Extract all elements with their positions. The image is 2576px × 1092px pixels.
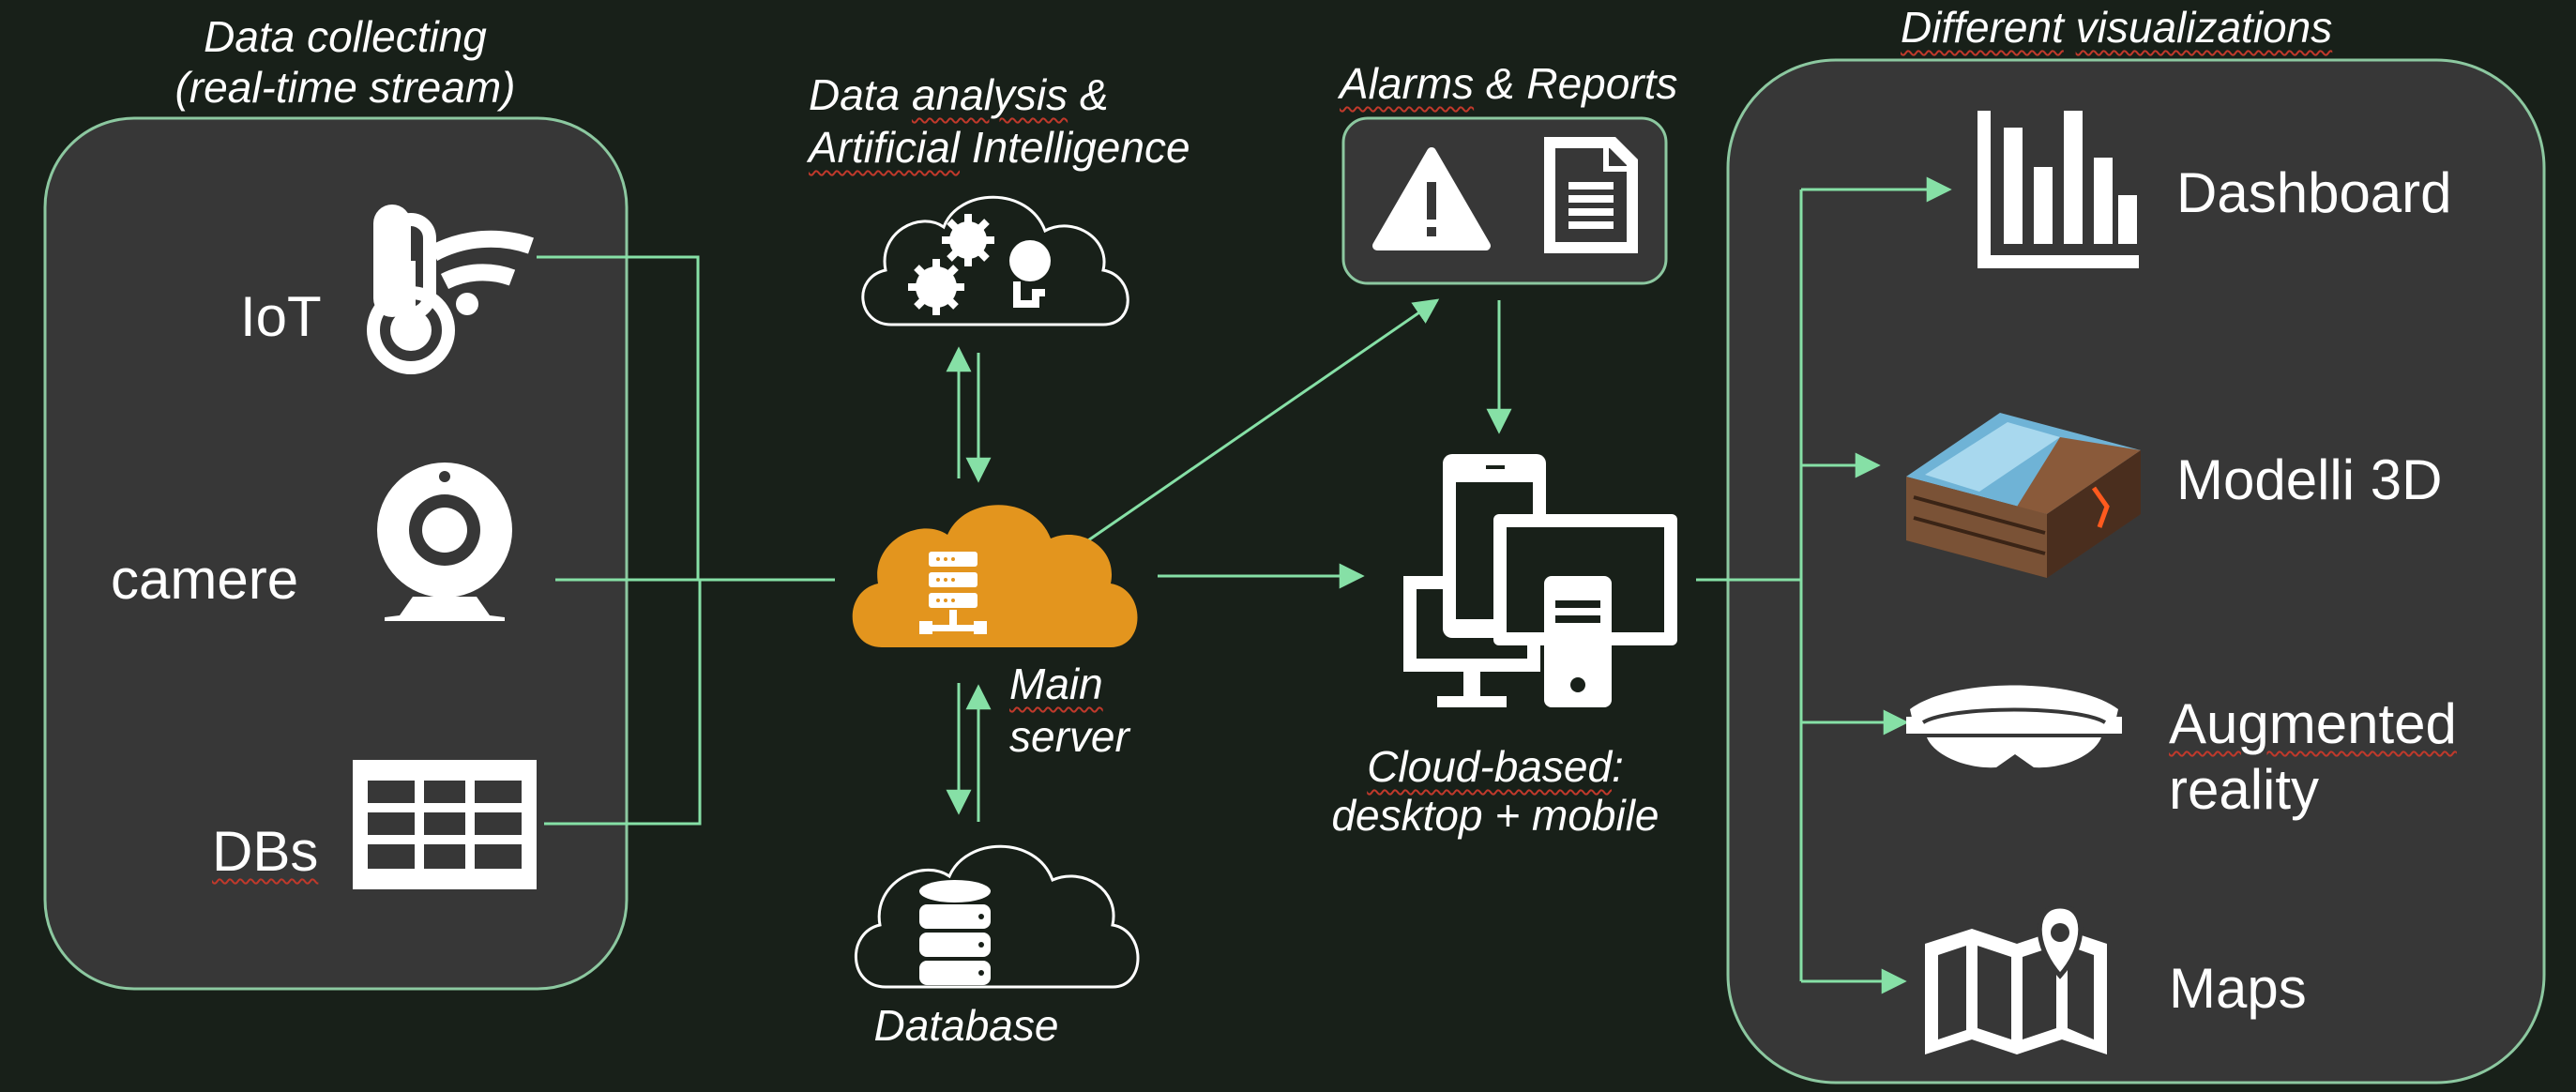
dashboard-label: Dashboard	[2176, 161, 2452, 224]
cloud-server-icon	[852, 505, 1138, 647]
camere-label: camere	[111, 548, 299, 611]
maps-label: Maps	[2169, 957, 2307, 1020]
ar-headset-icon	[1906, 685, 2122, 768]
analysis-server-arrows	[946, 346, 992, 483]
main-server-label-line1: Main	[1009, 660, 1103, 708]
cloud-label-line2: desktop + mobile	[1331, 791, 1659, 840]
dbs-label: DBs	[212, 820, 319, 883]
terrain-3d-icon	[1906, 413, 2141, 578]
database-label: Database	[873, 1001, 1059, 1050]
warning-icon	[1372, 147, 1491, 250]
visualizations-title: Different visualizations	[1901, 3, 2333, 52]
ar-label-line1: Augmented	[2169, 692, 2457, 755]
iot-label: IoT	[240, 285, 322, 348]
analysis-title-line2: Artificial Intelligence	[809, 123, 1190, 172]
table-grid-icon	[353, 760, 537, 889]
document-icon	[1544, 137, 1638, 253]
sources-title-line1: Data collecting	[204, 12, 487, 61]
cloud-gears-brain-icon	[861, 195, 1129, 326]
bar-chart-icon	[1977, 111, 2139, 268]
source-connectors	[537, 255, 835, 826]
cloud-label-line1: Cloud-based:	[1367, 742, 1624, 791]
sources-title-line2: (real-time stream)	[174, 63, 516, 112]
main-server-label-line2: server	[1009, 712, 1129, 761]
alarms-title: Alarms & Reports	[1340, 59, 1678, 108]
server-database-arrows	[946, 683, 992, 822]
visualizations-panel	[1726, 58, 2546, 1084]
ar-label-line2: reality	[2169, 758, 2320, 821]
thermometer-wifi-icon	[367, 205, 534, 374]
map-pin-icon	[1925, 903, 2107, 1054]
models-label: Modelli 3D	[2176, 448, 2443, 511]
devices-icon	[1403, 454, 1677, 707]
visualization-connectors	[1696, 176, 1952, 994]
analysis-title-line1: Data analysis &	[809, 70, 1109, 119]
webcam-icon	[377, 463, 512, 621]
cloud-database-icon	[855, 844, 1140, 989]
server-to-alarms-arrow	[1087, 298, 1440, 542]
